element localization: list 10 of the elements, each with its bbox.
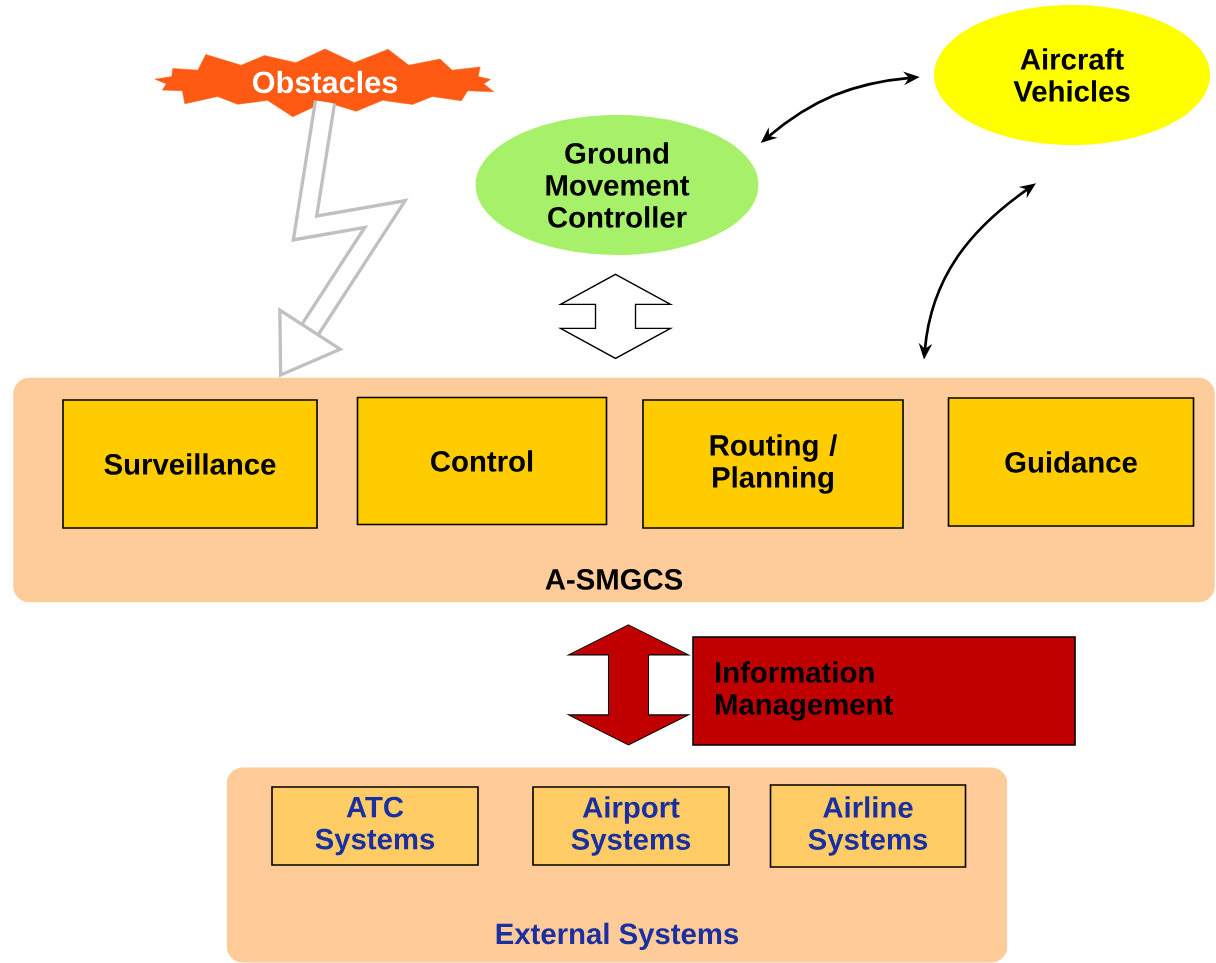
module-box: Control: [356, 396, 608, 526]
block-arrow: [557, 273, 674, 360]
module-box: Routing / Planning: [642, 399, 904, 529]
info-box: Information Management: [692, 636, 1076, 746]
module-box: Surveillance: [62, 399, 318, 529]
block-arrow: [566, 624, 691, 746]
module-box: Guidance: [947, 397, 1195, 527]
system-box: Airport Systems: [532, 786, 730, 866]
system-box: Airline Systems: [769, 784, 967, 868]
system-box: ATC Systems: [271, 786, 479, 866]
